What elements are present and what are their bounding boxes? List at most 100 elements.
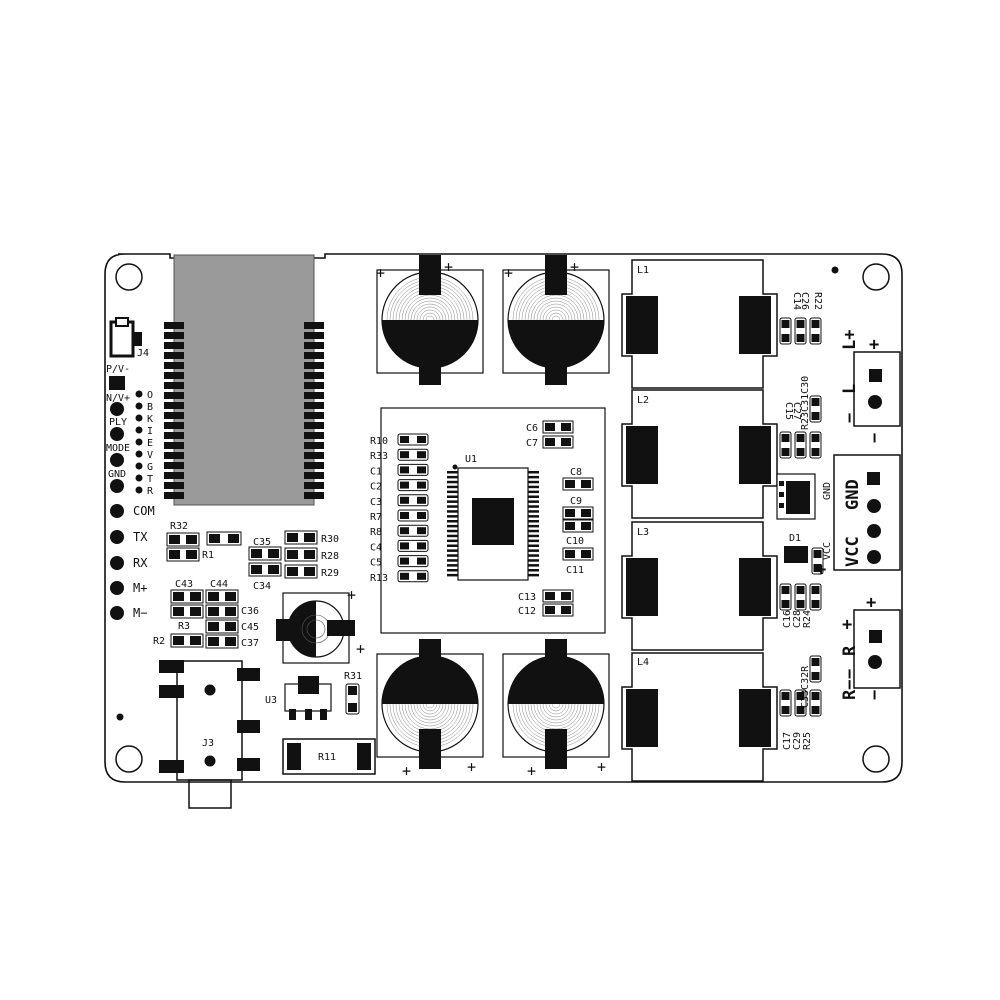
c43-label: C43 <box>175 579 193 590</box>
capacitor-plus-mark: + <box>376 264 385 282</box>
smd-pad <box>417 542 426 550</box>
d1-chip <box>776 473 816 563</box>
ic-pin <box>528 524 539 528</box>
c17-label: C17 <box>782 732 793 750</box>
module-pin <box>304 372 324 379</box>
smd-label: R7 <box>370 512 382 523</box>
module-pin <box>304 482 324 489</box>
smd-pad <box>813 550 822 558</box>
capacitor-pad <box>419 345 441 385</box>
smd-part <box>794 583 807 611</box>
capacitor-texture <box>419 309 441 321</box>
nv-pad <box>110 402 124 416</box>
capacitor-texture <box>548 703 564 712</box>
smd-pad <box>811 706 820 714</box>
ic-pin <box>528 485 539 489</box>
capacitor-plus-mark: + <box>504 264 513 282</box>
smd-resistor <box>397 463 429 476</box>
c10-label: C10 <box>566 536 584 547</box>
j3-label: J3 <box>202 738 214 749</box>
smd-pad <box>811 586 820 594</box>
capacitor-texture <box>422 703 438 712</box>
c26-label: C26 <box>799 292 810 310</box>
c29-label: C29 <box>792 732 803 750</box>
m-minus-pad <box>110 606 124 620</box>
u3-label: U3 <box>265 695 277 706</box>
j3-audio-jack <box>159 660 260 809</box>
terminal-l <box>853 351 901 427</box>
smd-pad <box>400 572 409 580</box>
smd-c13-c12 <box>542 589 574 617</box>
c27-label: C27 <box>791 402 802 420</box>
ic-pin <box>447 520 458 523</box>
c13-label: C13 <box>518 592 536 603</box>
ic-pin <box>447 559 458 562</box>
r1-label: R1 <box>202 550 214 561</box>
ic-pin <box>528 549 539 552</box>
l-term-minus: − <box>840 413 860 423</box>
module-pin <box>304 452 324 459</box>
smd-part <box>794 317 807 345</box>
module-pin <box>304 352 324 359</box>
cap-plus: + <box>356 640 365 658</box>
test-point <box>135 414 143 422</box>
module-pin <box>304 402 324 409</box>
r3-label: R3 <box>178 621 190 632</box>
inductor-pad <box>626 426 658 484</box>
smd-pad <box>811 434 820 442</box>
ic-pin <box>447 475 458 479</box>
gnd-pad <box>110 479 124 493</box>
l-term-minus-b: − <box>865 433 885 443</box>
module-pin <box>164 332 184 339</box>
test-point <box>135 390 143 398</box>
module-pin <box>304 462 324 469</box>
tx-pad <box>110 530 124 544</box>
capacitor-plus-mark: + <box>444 258 453 276</box>
capacitor-pad <box>545 255 567 295</box>
capacitor-texture <box>425 703 435 709</box>
m-plus-label: M+ <box>133 581 147 595</box>
module-pin <box>164 482 184 489</box>
capacitor-texture <box>416 306 444 321</box>
r11-resistor <box>282 738 376 775</box>
c15-label: C15 <box>783 402 794 420</box>
module-pin <box>304 492 324 499</box>
capacitor-plus-mark: + <box>467 758 476 776</box>
r-term-plus: + <box>866 593 876 613</box>
ic-pin <box>447 471 458 474</box>
capacitor-texture <box>542 703 570 718</box>
mode-pad <box>110 453 124 467</box>
mounting-hole-tr <box>862 263 890 291</box>
module-pin <box>304 422 324 429</box>
ic-pin <box>528 573 539 577</box>
module-pin <box>164 432 184 439</box>
test-point <box>135 426 143 434</box>
smd-pad <box>811 334 820 342</box>
mode-label: MODE <box>106 443 130 454</box>
j4-connector: J4 <box>109 317 149 359</box>
r-term-label: R <box>840 645 860 656</box>
ic-pin <box>528 480 539 484</box>
smd-part <box>779 431 792 459</box>
gnd-big-label: GND <box>843 479 863 510</box>
ic-pin <box>528 554 539 557</box>
smd-pad <box>796 448 805 456</box>
ic-pin <box>528 529 539 533</box>
smd-pad <box>417 496 426 504</box>
capacitor-texture <box>419 703 441 715</box>
com-pad <box>110 504 124 518</box>
l-term-plus-side: L+ <box>840 330 860 350</box>
l1-label: L1 <box>637 265 649 276</box>
capacitor-plus-mark: + <box>597 758 606 776</box>
ic-pin <box>447 515 458 518</box>
capacitor-polarity-fill <box>382 656 478 704</box>
capacitor-texture <box>404 703 456 730</box>
smd-pad <box>781 448 790 456</box>
u1-label: U1 <box>465 454 477 465</box>
smd-label: C4 <box>370 542 382 553</box>
amp-section-outline <box>380 407 606 634</box>
capacitor-pad <box>419 255 441 295</box>
electrolytic-capacitor <box>376 639 484 769</box>
smd-pad <box>400 481 409 489</box>
capacitor-texture <box>548 312 564 321</box>
